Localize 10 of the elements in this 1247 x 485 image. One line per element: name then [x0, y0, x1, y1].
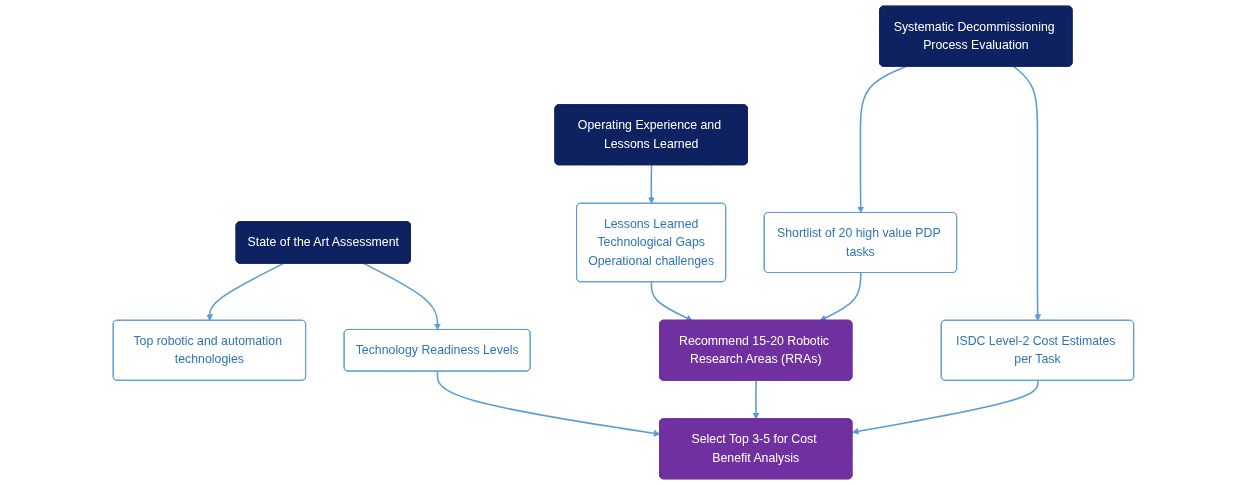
arrow: [648, 164, 655, 204]
arrow: [1013, 65, 1042, 321]
arrow: [650, 281, 693, 322]
arrow: [206, 262, 285, 321]
arrow: [852, 379, 1039, 435]
arrow: [363, 262, 441, 331]
arrow: [819, 272, 862, 321]
arrow: [857, 65, 907, 214]
arrow: [436, 370, 661, 437]
arrow: [752, 379, 760, 420]
